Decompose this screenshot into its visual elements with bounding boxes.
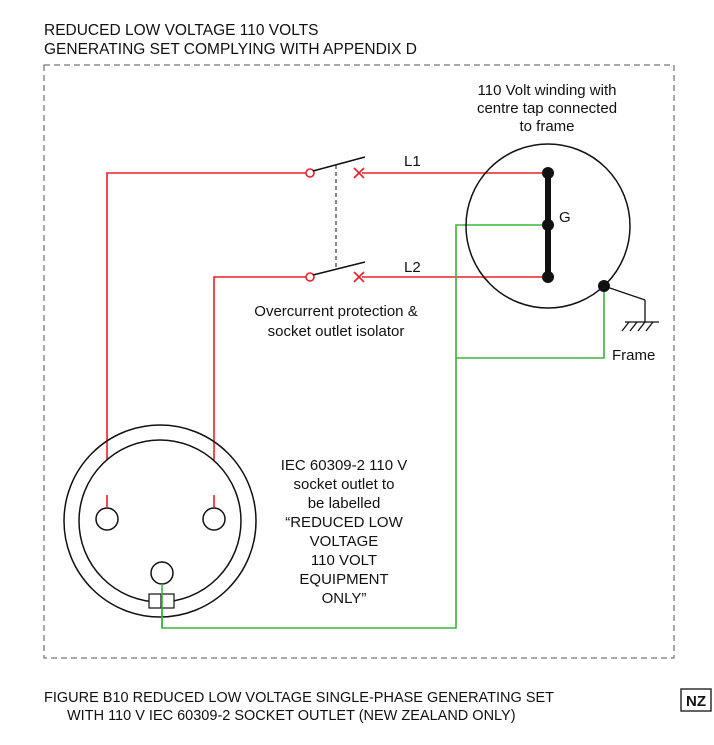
label-g: G [559,209,571,226]
enclosure-border [43,64,675,659]
socket-note-line-3: be labelled [308,495,381,512]
nz-badge-box [680,688,712,712]
socket-note-line-2: socket outlet to [294,476,395,493]
winding-terminal-top [542,167,554,179]
socket-outlet [63,424,257,618]
protection-note-line-1: Overcurrent protection & [254,303,417,320]
socket-pin-earth [150,561,174,585]
switch-l1-breaker-mark [353,167,365,179]
nz-badge: NZ [686,693,706,710]
label-frame: Frame [612,347,655,364]
switch-l2-contact [305,272,315,282]
socket-note-line-8: ONLY” [322,590,367,607]
phase-wire-l1 [106,172,306,505]
generator-winding-circle [465,143,631,309]
socket-outer-ring [63,424,257,618]
figure-caption-line-2: WITH 110 V IEC 60309-2 SOCKET OUTLET (NE… [67,708,516,724]
socket-pin-l2 [202,507,226,531]
winding-terminal-bottom [542,271,554,283]
switch-l1-blade [312,156,366,172]
label-l1: L1 [404,153,421,170]
earth-ground-icon [621,321,659,332]
winding-note-line-1: 110 Volt winding with [478,82,617,99]
winding-note-line-2: centre tap connected [477,100,617,117]
winding-note-line-3: to frame [519,118,574,135]
protection-note-line-2: socket outlet isolator [268,323,405,340]
label-l2: L2 [404,259,421,276]
socket-note-line-4: “REDUCED LOW [285,514,403,531]
winding-centre-tap [542,219,554,231]
socket-note-line-1: IEC 60309-2 110 V [281,457,407,474]
socket-note-line-6: 110 VOLT [311,552,377,569]
earth-wire-frame [456,287,605,359]
socket-pin-l1 [95,507,119,531]
socket-note-line-5: VOLTAGE [310,533,379,550]
phase-wire-l2 [213,276,306,505]
heading-line-1: REDUCED LOW VOLTAGE 110 VOLTS [44,22,318,39]
switch-l2-blade [312,261,366,276]
socket-note-line-7: EQUIPMENT [299,571,388,588]
heading-line-2: GENERATING SET COMPLYING WITH APPENDIX D [44,41,417,58]
figure-caption-line-1: FIGURE B10 REDUCED LOW VOLTAGE SINGLE-PH… [44,690,554,706]
frame-lead [603,285,646,301]
switch-l2-breaker-mark [353,271,365,283]
switch-l1-contact [305,168,315,178]
